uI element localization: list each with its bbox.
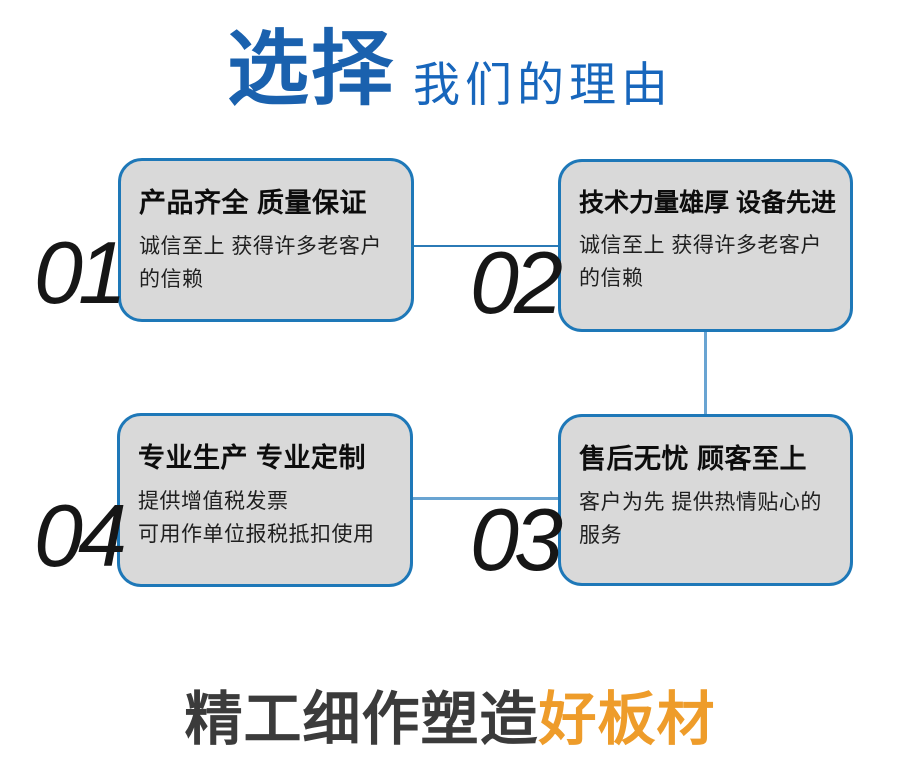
- page-title: 选择 我们的理由: [0, 28, 900, 112]
- card-title: 产品齐全 质量保证: [139, 188, 368, 218]
- card-title: 专业生产 专业定制: [138, 443, 367, 473]
- footer-slogan: 精工细作塑造 好板材: [0, 672, 900, 756]
- card-number-03: 03: [470, 490, 563, 589]
- card-description: 客户为先 提供热情贴心的 服务: [579, 491, 822, 547]
- footer-slogan-highlight: 好板材: [538, 687, 716, 752]
- connector-card1-card2: [411, 245, 560, 247]
- page-title-rest: 我们的理由: [413, 57, 673, 111]
- card-description: 提供增值税发票 可用作单位报税抵扣使用: [138, 490, 375, 546]
- connector-card2-card3: [704, 331, 707, 414]
- footer-slogan-dark: 精工细作塑造: [184, 687, 539, 752]
- card-title: 技术力量雄厚 设备先进: [579, 189, 836, 217]
- card-description: 诚信至上 获得许多老客户 的信赖: [579, 234, 822, 290]
- reason-card-01: 产品齐全 质量保证 诚信至上 获得许多老客户 的信赖: [118, 158, 414, 322]
- card-number-02: 02: [470, 233, 563, 332]
- connector-card4-card3: [411, 497, 560, 500]
- reason-card-02: 技术力量雄厚 设备先进 诚信至上 获得许多老客户 的信赖: [558, 159, 853, 332]
- reason-card-04: 专业生产 专业定制 提供增值税发票 可用作单位报税抵扣使用: [117, 413, 413, 587]
- reason-card-03: 售后无忧 顾客至上 客户为先 提供热情贴心的 服务: [558, 414, 853, 586]
- card-title: 售后无忧 顾客至上: [579, 444, 808, 474]
- card-number-01: 01: [34, 223, 127, 322]
- card-number-04: 04: [34, 486, 127, 585]
- page-title-highlight: 选择: [226, 24, 395, 115]
- card-description: 诚信至上 获得许多老客户 的信赖: [139, 235, 382, 291]
